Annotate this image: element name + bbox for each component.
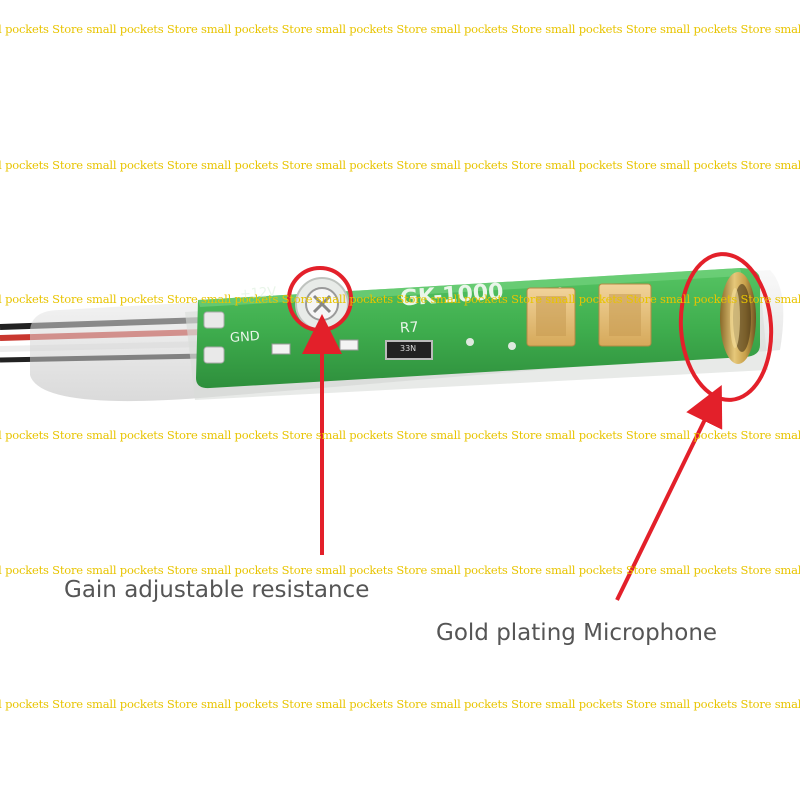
- mic-marker: [678, 252, 774, 402]
- mic-pointer: [615, 385, 723, 601]
- red-arrow-icon: [615, 385, 723, 601]
- watermark-row: all pockets Store small pockets Store sm…: [0, 292, 800, 306]
- capacitor: [598, 283, 652, 347]
- gain-caption: Gain adjustable resistance: [64, 577, 370, 603]
- mic-caption: Gold plating Microphone: [436, 620, 718, 646]
- watermark-row: all pockets Store small pockets Store sm…: [0, 428, 800, 442]
- gold-microphone-capsule: [720, 272, 756, 364]
- red-ellipse-icon: [678, 252, 774, 402]
- pcb-board: [196, 268, 760, 389]
- pcb-resistor-label: R7: [399, 319, 420, 337]
- watermark-row: all pockets Store small pockets Store sm…: [0, 158, 800, 172]
- pcb-ground-label: GND: [229, 328, 261, 347]
- watermark-row: all pockets Store small pockets Store sm…: [0, 22, 800, 36]
- capacitor: [526, 287, 576, 347]
- chip-label: 33N: [400, 344, 417, 353]
- watermark-row: all pockets Store small pockets Store sm…: [0, 697, 800, 711]
- watermark-row: all pockets Store small pockets Store sm…: [0, 563, 800, 577]
